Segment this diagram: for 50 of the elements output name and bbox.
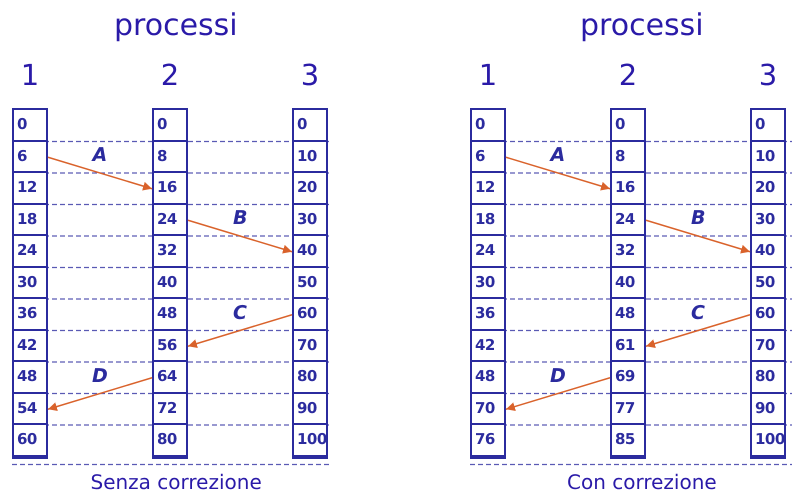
clock-value: 10 bbox=[294, 142, 326, 173]
clock-value: 8 bbox=[612, 142, 644, 173]
clock-value: 54 bbox=[14, 394, 46, 425]
edge-label: C bbox=[231, 302, 249, 322]
clock-value: 10 bbox=[752, 142, 784, 173]
clock-value: 40 bbox=[154, 268, 186, 299]
process-number: 1 bbox=[20, 58, 40, 92]
process-number: 2 bbox=[618, 58, 638, 92]
message-arrow bbox=[188, 314, 292, 348]
clock-value: 30 bbox=[294, 204, 326, 236]
clock-value: 24 bbox=[612, 204, 644, 236]
clock-value: 24 bbox=[154, 204, 186, 236]
clock-value: 30 bbox=[752, 204, 784, 236]
clock-value: 70 bbox=[472, 394, 504, 425]
clock-value: 40 bbox=[612, 268, 644, 299]
clock-value: 30 bbox=[14, 268, 46, 299]
process-number: 3 bbox=[300, 58, 320, 92]
clock-value: 56 bbox=[154, 330, 186, 362]
message-arrow bbox=[646, 220, 750, 254]
panel-title: processi bbox=[114, 8, 238, 43]
clock-value: 77 bbox=[612, 394, 644, 425]
clock-value: 90 bbox=[294, 394, 326, 425]
message-arrow bbox=[48, 156, 152, 190]
process-number: 1 bbox=[478, 58, 498, 92]
clock-value: 42 bbox=[14, 330, 46, 362]
message-arrow bbox=[506, 377, 610, 411]
clock-value: 42 bbox=[472, 330, 504, 362]
panel-title: processi bbox=[580, 8, 704, 43]
edge-label: C bbox=[689, 302, 707, 322]
process-number: 3 bbox=[758, 58, 778, 92]
panel-caption: Senza correzione bbox=[90, 470, 262, 494]
message-arrow bbox=[188, 220, 292, 254]
clock-value: 70 bbox=[752, 330, 784, 362]
clock-value: 8 bbox=[154, 142, 186, 173]
message-arrow bbox=[506, 156, 610, 190]
clock-value: 6 bbox=[14, 142, 46, 173]
clock-value: 30 bbox=[472, 268, 504, 299]
clock-value: 6 bbox=[472, 142, 504, 173]
clock-value: 61 bbox=[612, 330, 644, 362]
panel-caption: Con correzione bbox=[567, 470, 717, 494]
clock-value: 18 bbox=[472, 204, 504, 236]
clock-value: 70 bbox=[294, 330, 326, 362]
clock-value: 18 bbox=[14, 204, 46, 236]
clock-value: 50 bbox=[752, 268, 784, 299]
clock-value: 72 bbox=[154, 394, 186, 425]
message-arrow bbox=[646, 314, 750, 348]
clock-value: 90 bbox=[752, 394, 784, 425]
process-number: 2 bbox=[160, 58, 180, 92]
message-arrow bbox=[48, 377, 152, 411]
clock-value: 50 bbox=[294, 268, 326, 299]
